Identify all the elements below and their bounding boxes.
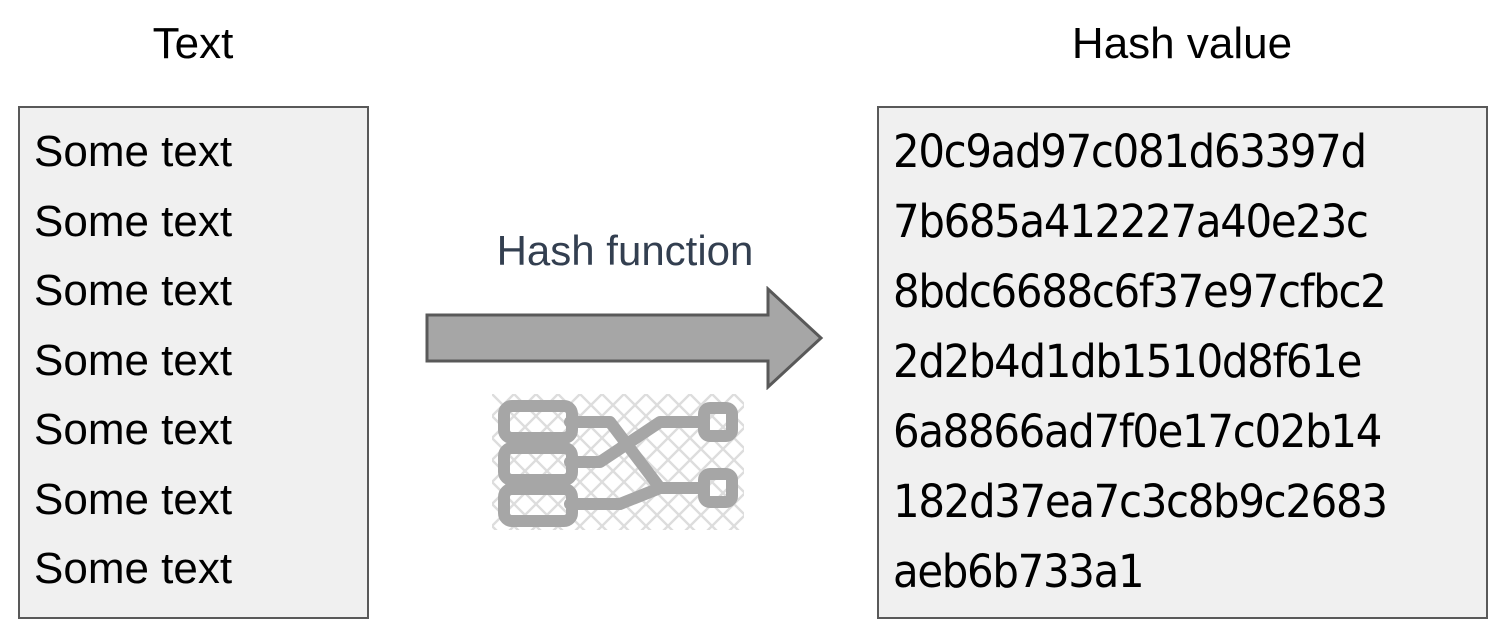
hash-line: 7b685a412227a40e23c [893,195,1369,248]
right-column-title: Hash value [1071,19,1293,68]
hash-line: 8bdc6688c6f37e97cfbc2 [893,265,1387,318]
hash-line: 2d2b4d1db1510d8f61e [893,335,1362,388]
text-input-panel: Some text Some text Some text Some text … [18,106,369,619]
list-item: Some text [34,544,233,593]
hash-panel-lines: 20c9ad97c081d63397d 7b685a412227a40e23c … [893,117,1480,607]
left-column-title: Text [152,19,234,68]
hash-function-label: Hash function [496,227,754,274]
hash-function-icon [492,394,744,530]
text-panel-lines: Some text Some text Some text Some text … [34,117,361,604]
list-item: Some text [34,196,233,246]
hash-line: 20c9ad97c081d63397d [893,125,1367,178]
list-item: Some text [34,335,233,385]
hash-line: 6a8866ad7f0e17c02b14 [893,405,1382,458]
hash-line: 182d37ea7c3c8b9c2683 [893,475,1388,528]
list-item: Some text [34,266,233,315]
right-arrow-icon [425,286,824,390]
list-item: Some text [34,405,233,454]
hash-line: aeb6b733a1 [893,545,1145,598]
list-item: Some text [34,127,233,176]
list-item: Some text [34,474,233,524]
hash-output-panel: 20c9ad97c081d63397d 7b685a412227a40e23c … [877,106,1488,619]
